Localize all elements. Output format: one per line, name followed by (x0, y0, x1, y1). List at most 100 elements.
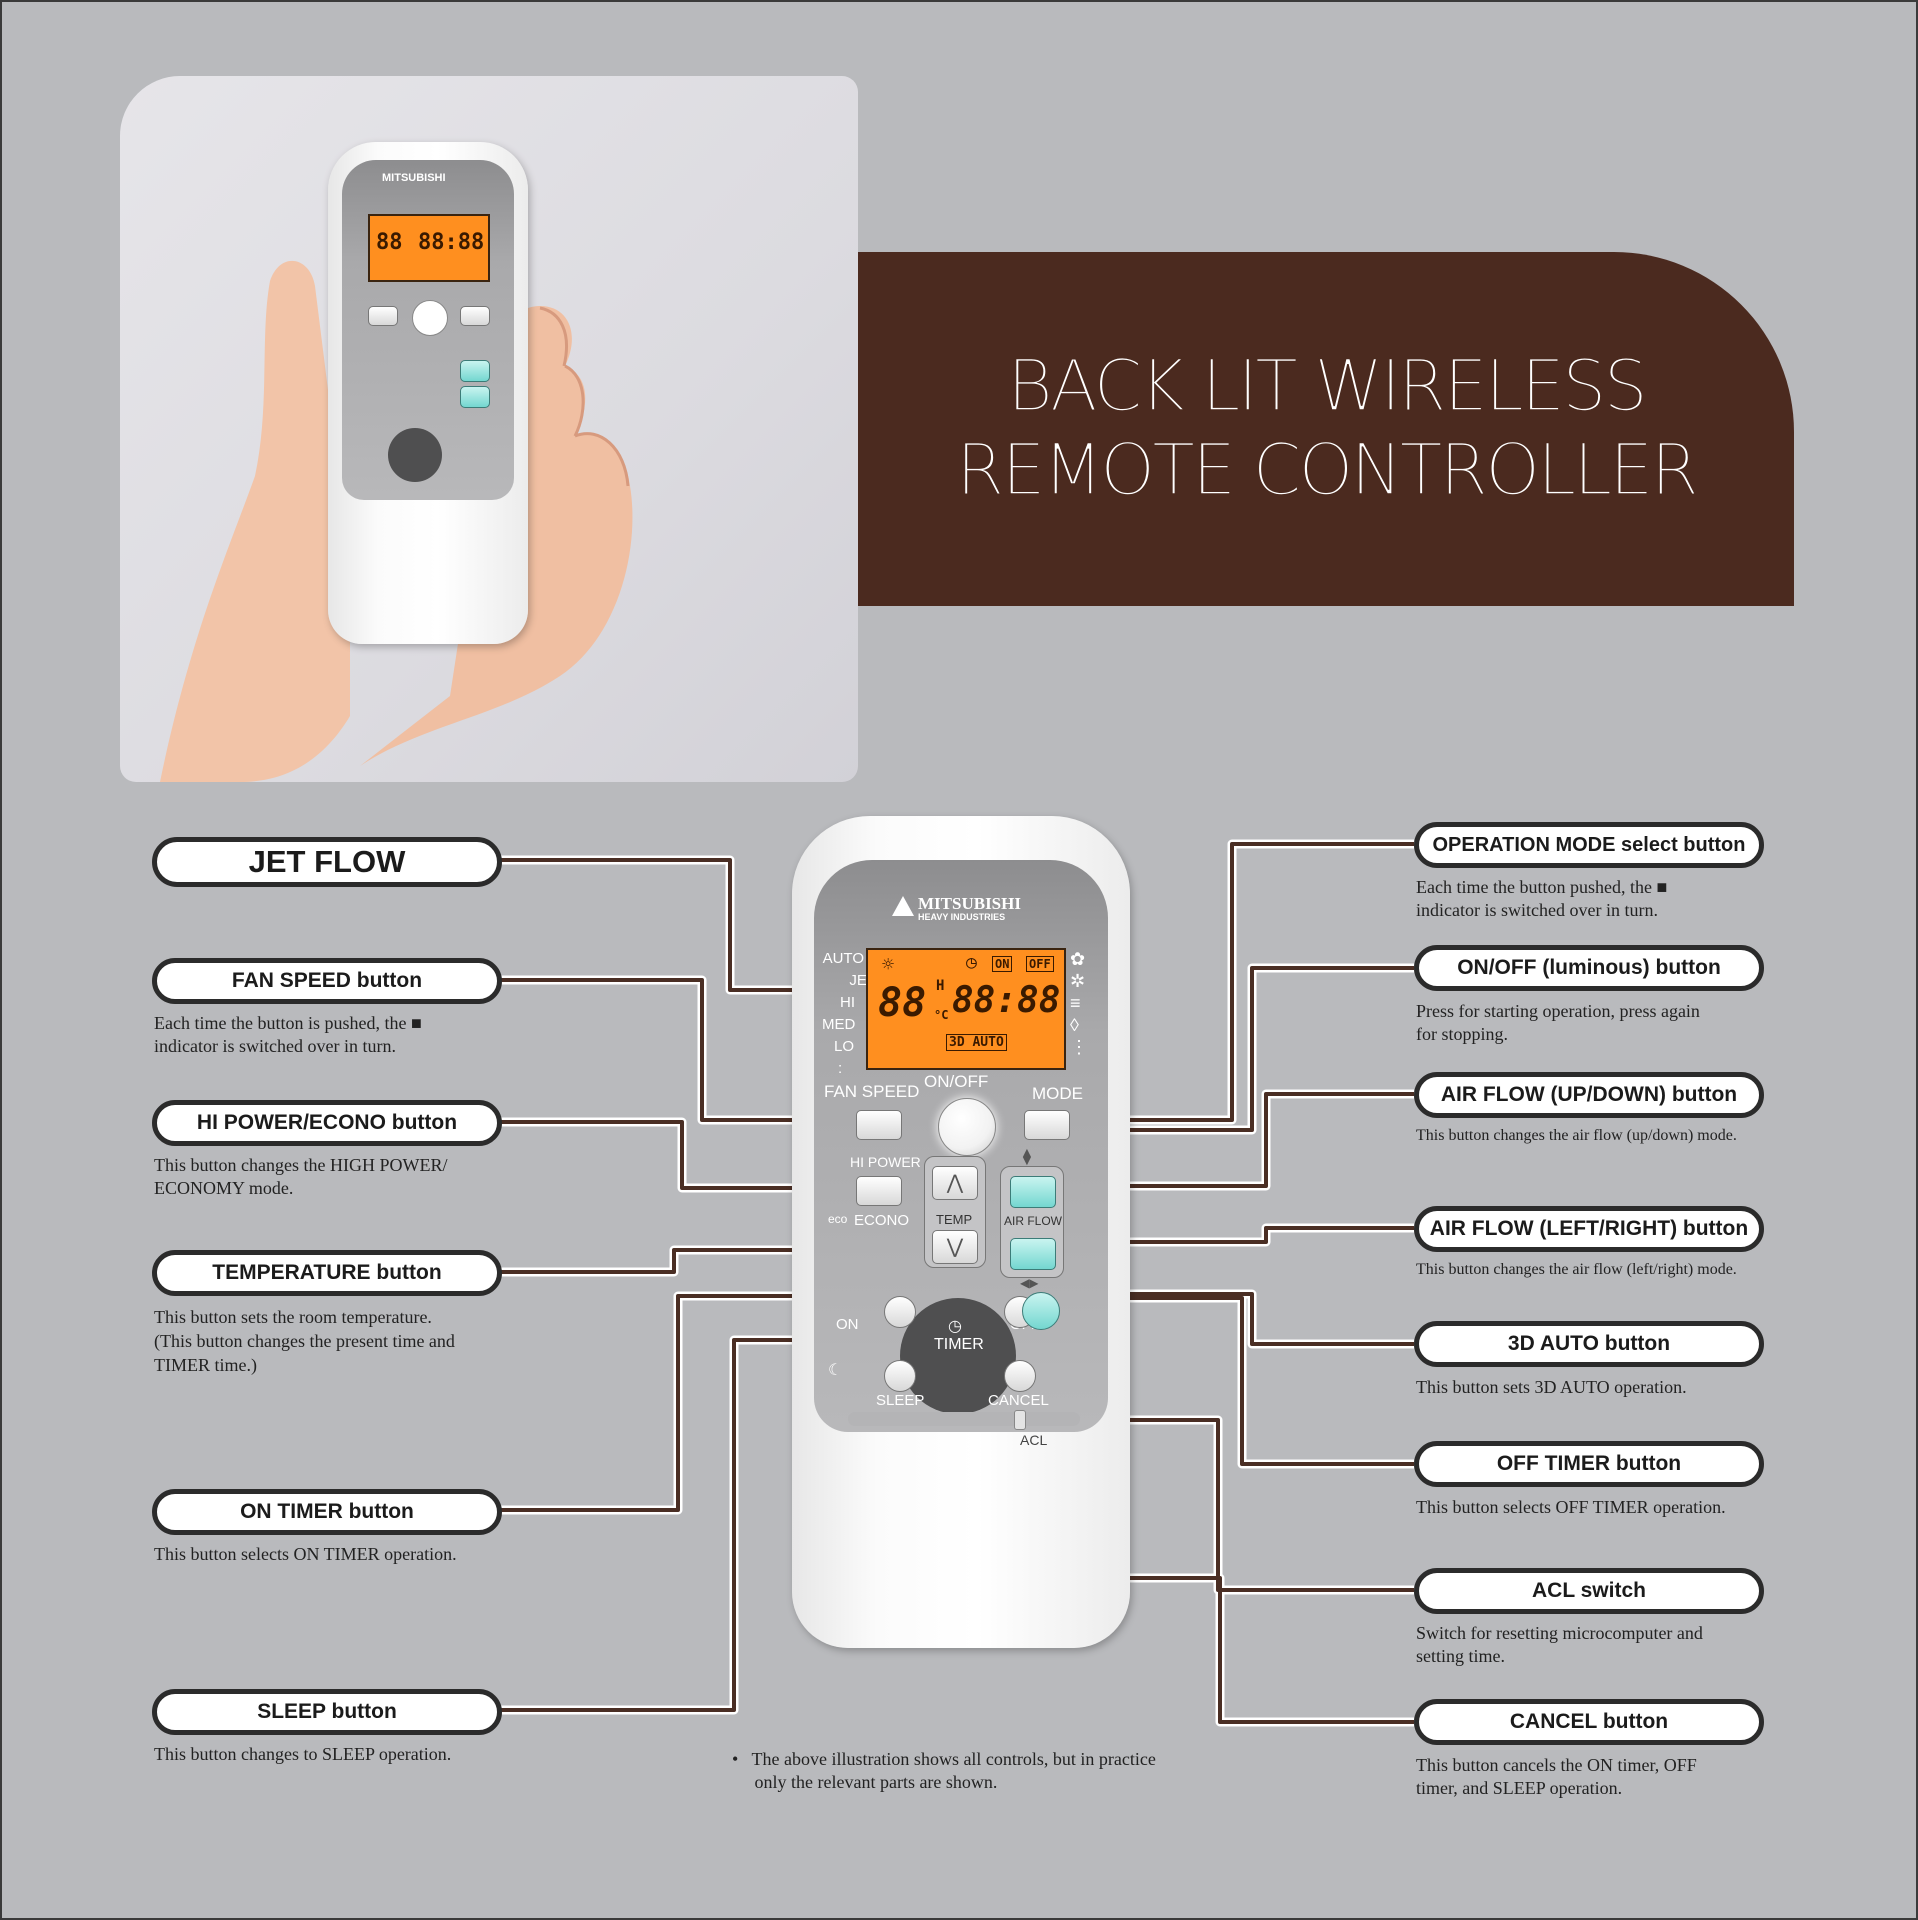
fan-mode-more: : (838, 1060, 843, 1077)
photo-remote: MITSUBISHI 88 88:88 (328, 142, 528, 644)
fan-mode-hi: HI (840, 994, 855, 1011)
hi-power-econo-desc: This button changes the HIGH POWER/ ECON… (154, 1155, 448, 1198)
lcd-3d-auto: 3D AUTO (946, 1034, 1007, 1051)
cool-mode-icon: ✲ (1070, 971, 1086, 991)
eco-icon: eco (828, 1212, 848, 1226)
lcd-celsius-unit: °C (934, 1008, 949, 1022)
photo-remote-face: MITSUBISHI 88 88:88 (342, 160, 514, 500)
off-timer-desc: This button selects OFF TIMER operation. (1416, 1497, 1726, 1517)
lcd-on-indicator: ON (992, 956, 1013, 972)
airflow-leftright-desc: This button changes the air flow (left/r… (1416, 1261, 1737, 1278)
onoff-desc: Press for starting operation, press agai… (1416, 1001, 1700, 1044)
3d-auto-desc: This button sets 3D AUTO operation. (1416, 1377, 1687, 1397)
lcd-display: 88 H °C 88:88 ON OFF 3D AUTO ☼ ◷ (866, 948, 1066, 1070)
airflow-updown-desc: This button changes the air flow (up/dow… (1416, 1127, 1737, 1144)
brand-name: MITSUBISHI (918, 894, 1021, 913)
photo-timer-ring (388, 428, 442, 482)
fan-mode-labels: AUTO JET HI MED LO : (816, 950, 876, 1078)
banner-title: BACK LIT WIRELESS REMOTE CONTROLLER (955, 344, 1700, 512)
fan-mode-lo: LO (834, 1038, 855, 1055)
cancel-label: CANCEL (988, 1392, 1049, 1409)
airflow-updown-button[interactable] (1010, 1176, 1056, 1208)
airflow-updown-callout: AIR FLOW (UP/DOWN) button (1414, 1072, 1764, 1118)
on-label: ON (836, 1316, 859, 1333)
mode-icons: ✿ ✲ ≡ ◊ ⋮ (1070, 948, 1088, 1058)
airflow-leftright-arrows-icon: ◀▶ (1020, 1276, 1039, 1290)
onoff-button[interactable] (938, 1098, 996, 1156)
fan-mode-auto: AUTO (822, 950, 864, 967)
hi-power-econo-callout: HI POWER/ECONO button (152, 1100, 502, 1146)
fan-mode-icon: ≡ (1070, 993, 1081, 1013)
photo-lcd-temp: 88 (376, 230, 403, 255)
fan-speed-button[interactable] (856, 1110, 902, 1140)
airflow-label: AIR FLOW (1004, 1214, 1063, 1228)
auto-mode-icon: ✿ (1070, 949, 1086, 969)
lcd-off-indicator: OFF (1026, 956, 1054, 972)
sleep-desc: This button changes to SLEEP operation. (154, 1744, 452, 1764)
photo-onoff-button (412, 300, 448, 336)
acl-label: ACL (1020, 1432, 1048, 1448)
mode-label: MODE (1032, 1084, 1083, 1103)
mode-button[interactable] (1024, 1110, 1070, 1140)
sleep-callout: SLEEP button (152, 1689, 502, 1735)
fan-speed-callout: FAN SPEED button (152, 958, 502, 1004)
airflow-leftright-button[interactable] (1010, 1238, 1056, 1270)
acl-switch[interactable] (1014, 1410, 1026, 1430)
lcd-clock: 88:88 (952, 980, 1061, 1021)
onoff-label: ON/OFF (924, 1072, 989, 1091)
sleep-label: SLEEP (876, 1392, 925, 1409)
cancel-callout: CANCEL button (1414, 1699, 1764, 1745)
econo-label: ECONO (854, 1212, 910, 1229)
3d-auto-callout: 3D AUTO button (1414, 1321, 1764, 1367)
photo-airflow-leftright-button (460, 386, 490, 408)
operation-mode-callout: OPERATION MODE select button (1414, 822, 1764, 868)
lcd-sun-icon: ☼ (882, 952, 895, 976)
sleep-button[interactable] (884, 1360, 916, 1392)
onoff-callout: ON/OFF (luminous) button (1414, 945, 1764, 991)
photo-lcd-clock: 88:88 (418, 230, 485, 255)
on-timer-desc: This button selects ON TIMER operation. (154, 1544, 457, 1564)
remote-face-panel: MITSUBISHI HEAVY INDUSTRIES AUTO JET HI … (814, 860, 1108, 1432)
mitsubishi-logo-icon (892, 896, 914, 916)
fan-speed-desc: Each time the button is pushed, the ■ in… (154, 1013, 422, 1056)
lcd-temperature: 88 (878, 980, 927, 1026)
acl-slot (848, 1412, 1080, 1426)
cancel-button[interactable] (1004, 1360, 1036, 1392)
jet-flow-label: JET FLOW (152, 837, 502, 887)
cancel-desc: This button cancels the ON timer, OFF ti… (1416, 1755, 1697, 1798)
hi-power-label: HI POWER (850, 1154, 921, 1170)
photo-mode-button (460, 306, 490, 326)
airflow-leftright-callout: AIR FLOW (LEFT/RIGHT) button (1414, 1206, 1764, 1252)
off-timer-callout: OFF TIMER button (1414, 1441, 1764, 1487)
timer-label: TIMER (934, 1336, 984, 1353)
on-timer-callout: ON TIMER button (152, 1489, 502, 1535)
fan-mode-med: MED (822, 1016, 856, 1033)
heat-mode-icon: ⋮ (1070, 1037, 1088, 1057)
operation-mode-desc: Each time the button pushed, the ■ indic… (1416, 877, 1668, 920)
hi-power-econo-button[interactable] (856, 1176, 902, 1206)
temp-down-button[interactable]: ⋁ (932, 1230, 978, 1264)
footnote: • The above illustration shows all contr… (732, 1749, 1156, 1792)
temperature-desc: This button sets the room temperature. (… (154, 1307, 455, 1375)
title-banner: BACK LIT WIRELESS REMOTE CONTROLLER (858, 252, 1794, 606)
sleep-icon: ☾ (828, 1362, 843, 1379)
product-photo: MITSUBISHI 88 88:88 (120, 76, 858, 782)
main-remote: MITSUBISHI HEAVY INDUSTRIES AUTO JET HI … (792, 816, 1130, 1648)
photo-lcd-display: 88 88:88 (368, 214, 490, 282)
temperature-callout: TEMPERATURE button (152, 1250, 502, 1296)
fan-speed-label: FAN SPEED (824, 1082, 920, 1101)
timer-ring (900, 1298, 1016, 1414)
photo-airflow-updown-button (460, 360, 490, 382)
temp-up-button[interactable]: ⋀ (932, 1166, 978, 1200)
dry-mode-icon: ◊ (1070, 1015, 1079, 1035)
photo-brand-logo: MITSUBISHI (382, 172, 446, 184)
timer-clock-icon: ◷ (948, 1318, 962, 1335)
acl-switch-callout: ACL switch (1414, 1568, 1764, 1614)
photo-fan-speed-button (368, 306, 398, 326)
temp-label: TEMP (936, 1212, 973, 1227)
lcd-clock-icon: ◷ (966, 952, 977, 973)
3d-auto-button[interactable] (1022, 1292, 1060, 1330)
lcd-hour-unit: H (936, 978, 945, 994)
on-timer-button[interactable] (884, 1296, 916, 1328)
